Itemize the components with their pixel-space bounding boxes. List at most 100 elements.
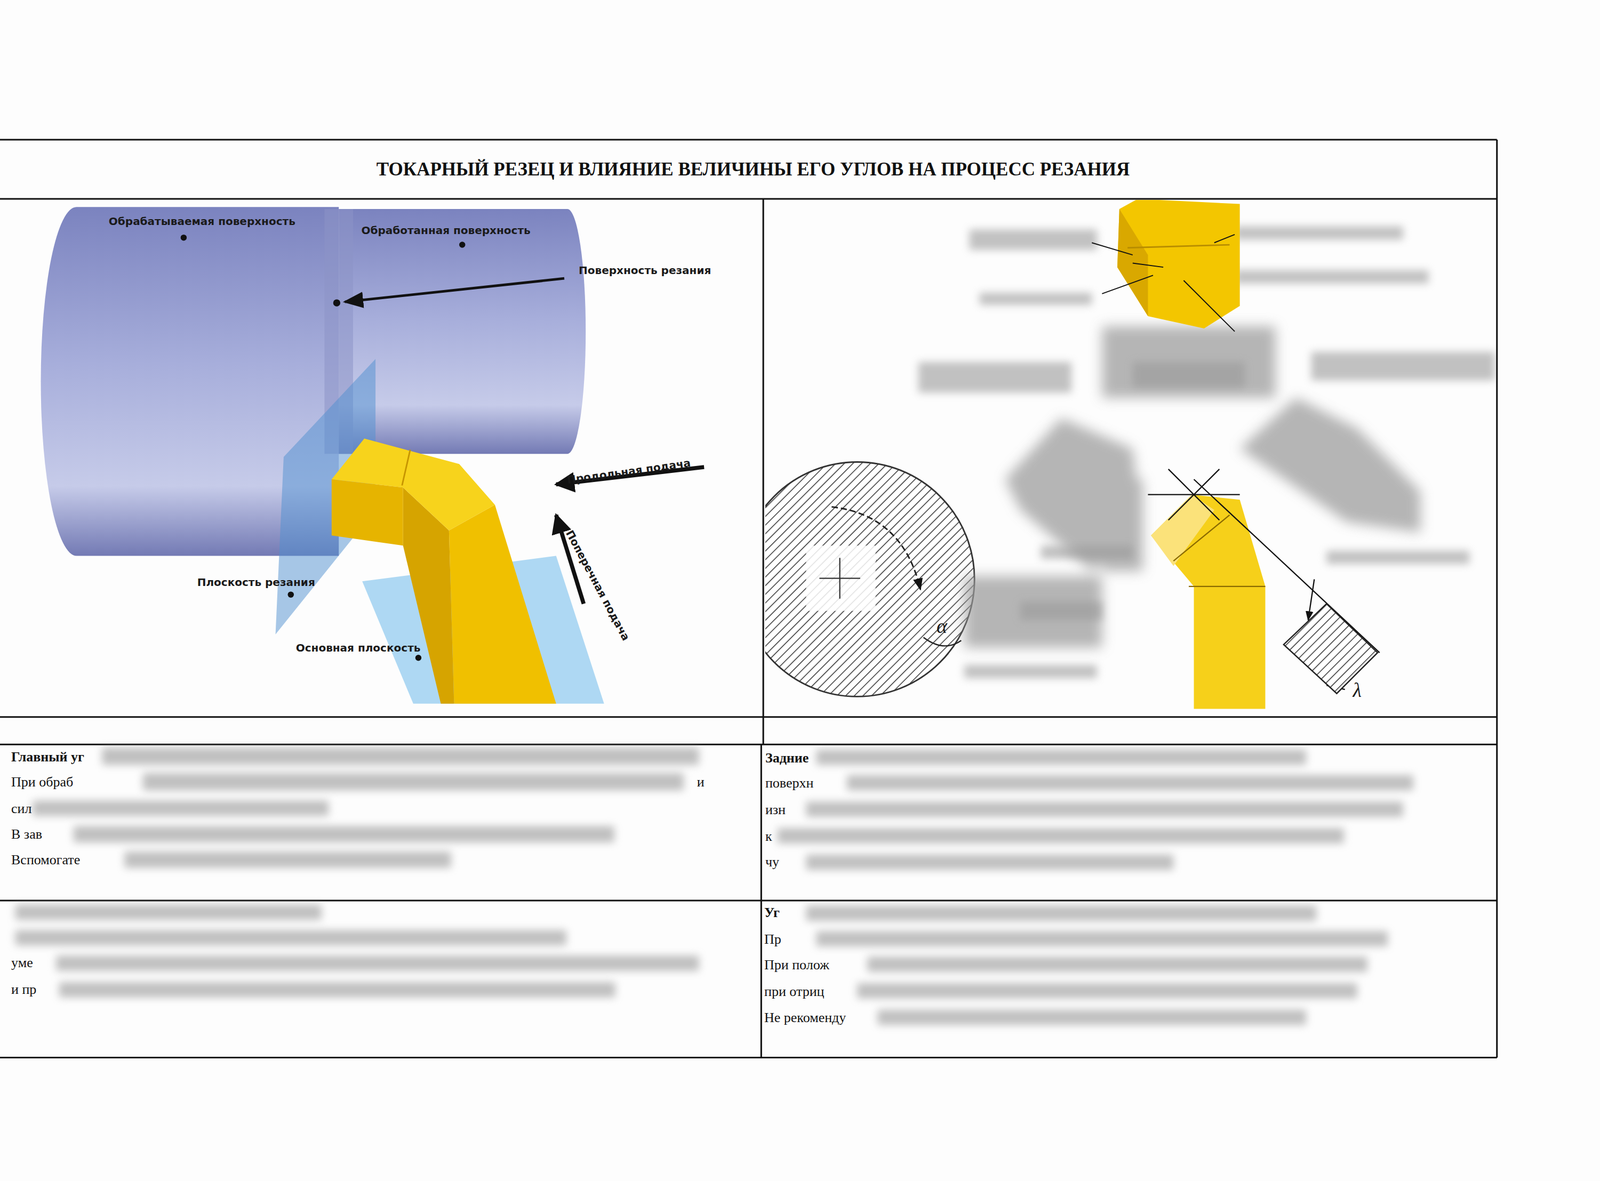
cell-text: Вспомогате	[11, 852, 80, 869]
drawing-part	[1326, 550, 1470, 565]
drawing-part	[1234, 226, 1404, 240]
drawing-part	[449, 505, 557, 704]
drawing-part	[56, 955, 699, 972]
cell-text: и	[697, 774, 705, 791]
drawing-part	[338, 209, 586, 454]
drawing-part	[32, 801, 329, 817]
drawing-part	[1117, 200, 1240, 329]
table-cell: УгПрПри полож при отриц Не рекоменду	[761, 900, 1497, 1059]
part-label: Плоскость резания	[197, 576, 316, 589]
blurred-text	[15, 747, 1414, 1026]
part-label: Обработанная поверхность	[361, 224, 531, 237]
cell-text: поверхн	[765, 776, 814, 792]
drawing-part	[918, 362, 1072, 393]
drawing-part	[1127, 244, 1230, 248]
drawing-part	[805, 854, 1174, 871]
drawing-part	[1168, 469, 1220, 521]
drawing-part	[1132, 262, 1164, 268]
drawing-part	[1091, 242, 1133, 255]
drawing-part	[760, 744, 763, 1058]
drawing-part	[846, 775, 1414, 791]
drawing-part	[345, 278, 565, 302]
drawing-part	[1005, 418, 1143, 572]
drawing-part	[0, 197, 1498, 200]
table-cell: Главный угПри обрабисилВ завВспомогате	[10, 745, 764, 902]
drawing-part	[0, 1057, 1498, 1059]
cell-text: Уг	[764, 905, 780, 922]
drawing-part	[1234, 270, 1429, 284]
drawing-part	[964, 665, 1098, 679]
drawing-part	[1283, 603, 1378, 694]
angle-symbol: λ	[1352, 679, 1362, 702]
drawing-part	[402, 450, 411, 486]
drawing-part	[331, 479, 404, 546]
drawing-part	[877, 1010, 1307, 1026]
leader-lines	[180, 234, 705, 662]
drawing-part	[867, 956, 1367, 973]
poster-title: ТОКАРНЫЙ РЕЗЕЦ И ВЛИЯНИЕ ВЕЛИЧИНЫ ЕГО УГ…	[376, 158, 1131, 181]
drawing-part	[1041, 545, 1133, 559]
drawing-part	[964, 576, 1102, 648]
cell-text: и пр	[11, 982, 37, 998]
drawing-part	[459, 241, 466, 248]
drawing-part	[979, 292, 1092, 306]
table-frame	[0, 139, 1498, 1059]
drawing-part	[857, 983, 1358, 999]
drawing-part	[816, 931, 1388, 947]
table-cell: уме и пр	[10, 900, 762, 1059]
cell-text: Не рекоменду	[764, 1010, 846, 1027]
drawing-part	[180, 234, 187, 241]
drawing-part	[0, 899, 1498, 902]
drawing-part	[831, 507, 920, 590]
drawing-part	[59, 982, 616, 998]
drawing-part	[1132, 362, 1245, 388]
drawing-part	[1117, 209, 1148, 317]
drawing-part	[142, 773, 684, 791]
drawing-part	[73, 826, 615, 843]
drawing-part	[805, 545, 876, 611]
cell-text: уме	[11, 955, 34, 972]
cell-text: Главный уг	[11, 749, 85, 765]
drawing-part	[805, 906, 1317, 922]
angle-symbol: α	[936, 615, 948, 638]
drawing-part	[0, 744, 1498, 746]
part-label: Обрабатываемая поверхность	[108, 215, 296, 228]
tool-angles-figure	[765, 200, 1495, 709]
drawing-part	[838, 557, 840, 599]
drawing-part	[1173, 515, 1230, 562]
drawing-part	[1101, 275, 1154, 294]
drawing-part	[1214, 234, 1235, 243]
drawing-part	[777, 828, 1344, 844]
drawing-part	[805, 801, 1403, 818]
cutting-tool	[331, 438, 557, 704]
drawing-part	[101, 747, 699, 766]
drawing-part	[765, 461, 975, 697]
cell-text: Пр	[764, 932, 782, 948]
drawing-part	[969, 229, 1098, 250]
cell-text: В зав	[11, 827, 43, 843]
drawing-part	[0, 139, 1498, 141]
drawing-part	[1188, 586, 1266, 588]
drawing-part	[1240, 397, 1421, 533]
cell-text: Задние	[765, 750, 809, 766]
drawing-part	[1183, 280, 1235, 332]
drawing-part	[333, 299, 341, 307]
drawing-part	[762, 198, 765, 745]
drawing-part	[1311, 352, 1495, 381]
drawing-part	[1496, 139, 1498, 1059]
cell-text: при отриц	[764, 984, 825, 1000]
drawing-part	[1091, 234, 1235, 332]
cell-text: изн	[765, 802, 786, 819]
drawing-part	[15, 905, 322, 921]
cell-text: При полож	[764, 957, 830, 974]
drawing-part	[1168, 469, 1220, 521]
drawing-part	[1308, 579, 1315, 621]
part-label: Основная плоскость	[296, 642, 421, 654]
cell-text: сил	[11, 801, 32, 818]
drawing-part	[1150, 494, 1266, 710]
table-cell: Задниеповерхнизнкчу	[763, 745, 1498, 902]
drawing-part	[415, 654, 422, 661]
drawing-part	[1020, 602, 1102, 621]
drawing-part	[15, 930, 567, 946]
